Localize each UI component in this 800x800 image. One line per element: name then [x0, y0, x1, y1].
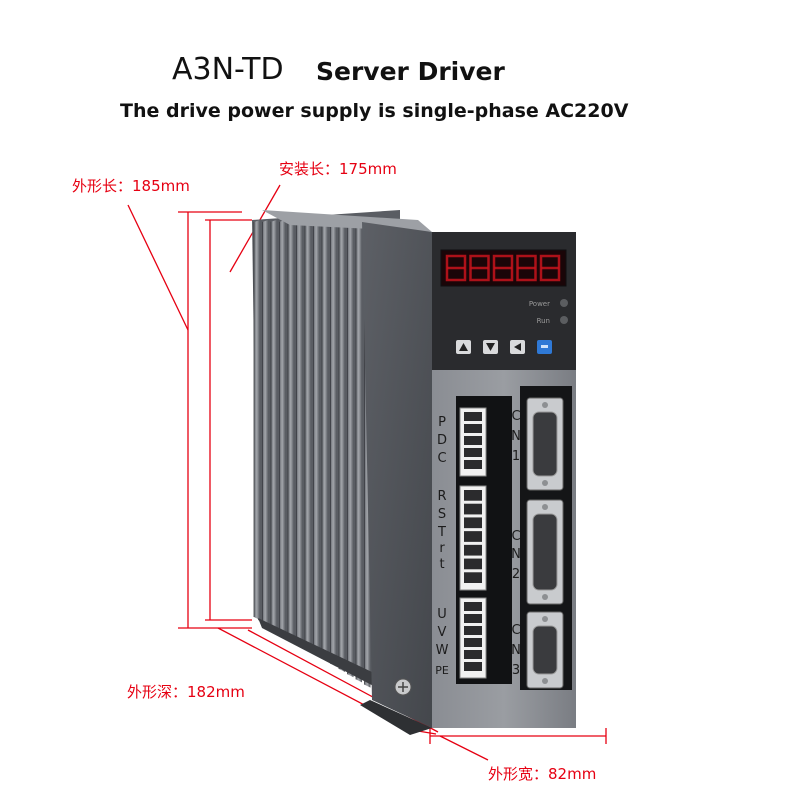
- left-arrow-icon: [514, 343, 521, 351]
- subtitle: The drive power supply is single-phase A…: [120, 100, 629, 122]
- title-rest: Server Driver: [316, 57, 505, 86]
- label-d: D: [437, 433, 447, 448]
- label-p: P: [438, 415, 446, 430]
- cn2-n: N: [511, 547, 521, 562]
- cn2-c: C: [511, 529, 520, 544]
- label-u: U: [437, 607, 447, 622]
- label-t: T: [437, 525, 446, 540]
- title-model: A3N-TD: [172, 52, 284, 87]
- run-led: [560, 316, 568, 324]
- label-c: C: [437, 451, 446, 466]
- dim-length-label: 外形长：185mm: [72, 177, 190, 195]
- cn1-n: N: [511, 429, 521, 444]
- power-label: Power: [529, 300, 550, 308]
- down-arrow-icon: [486, 343, 495, 351]
- cn2-2: 2: [512, 567, 520, 582]
- label-w: W: [436, 643, 449, 658]
- cn1-c: C: [511, 409, 520, 424]
- cn3-n: N: [511, 643, 521, 658]
- label-t-small: t: [439, 557, 444, 572]
- cn3-c: C: [511, 623, 520, 638]
- label-s: S: [438, 507, 446, 522]
- power-led: [560, 299, 568, 307]
- keypad[interactable]: [456, 340, 552, 354]
- label-v: V: [438, 625, 447, 640]
- body-side: [362, 222, 432, 728]
- cn3-3: 3: [512, 663, 520, 678]
- cn1-1: 1: [512, 449, 520, 464]
- label-r: R: [437, 489, 446, 504]
- label-r-small: r: [439, 541, 445, 556]
- label-pe: PE: [435, 664, 449, 677]
- dim-install-length-label: 安装长：175mm: [279, 160, 397, 178]
- run-label: Run: [537, 317, 550, 325]
- up-arrow-icon: [459, 343, 468, 351]
- heatsink: [252, 210, 410, 705]
- dim-depth-label: 外形深：182mm: [127, 683, 245, 701]
- dim-width-label: 外形宽：82mm: [488, 765, 597, 783]
- title: A3N-TD Server Driver: [0, 52, 800, 96]
